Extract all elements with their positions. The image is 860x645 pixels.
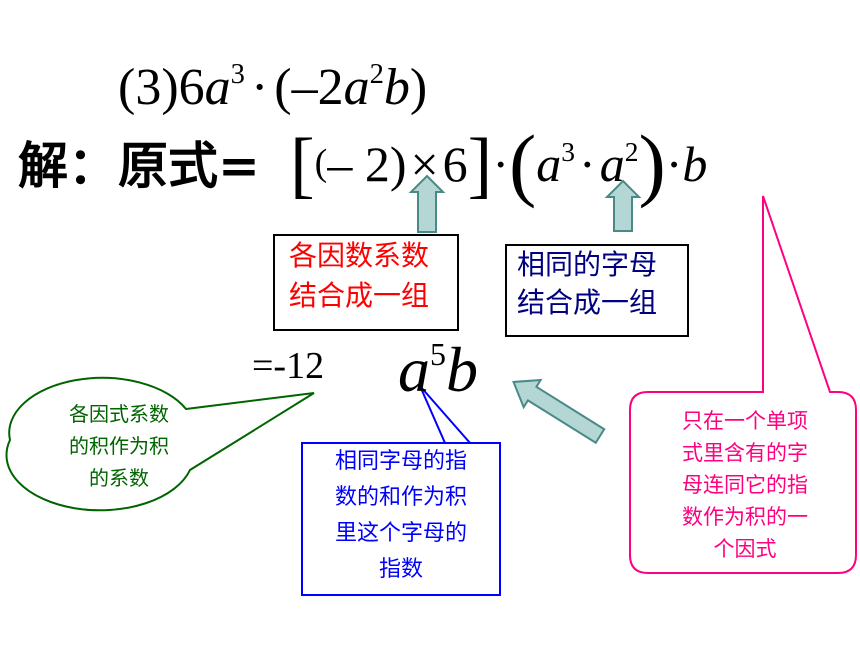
note-line: 只在一个单项	[682, 409, 808, 433]
var-a: a	[536, 136, 562, 192]
paren-open: (	[274, 59, 292, 116]
var-a: a	[204, 59, 231, 116]
solution-expression: [(– 2)×6]·(a3·a2)·b	[290, 123, 708, 205]
diagonal-arrow-icon	[512, 378, 606, 445]
exponent-sum-note: 相同字母的指 数的和作为积 里这个字母的 指数	[301, 442, 501, 596]
coef-group-note: 各因数系数 结合成一组	[273, 234, 459, 331]
note-line: 相同的字母	[517, 248, 658, 281]
dot-operator: ·	[579, 136, 596, 192]
problem-expression: (3)6a3·(–2a2b)	[118, 58, 427, 118]
big-paren-close: )	[638, 118, 666, 209]
single-letter-note: 只在一个单项 式里含有的字 母连同它的指 数作为积的一 个因式	[640, 405, 850, 565]
big-paren-open: (	[508, 118, 537, 209]
note-line: 式里含有的字	[682, 441, 808, 465]
note-line: 结合成一组	[289, 279, 430, 312]
exponent: 2	[369, 58, 384, 90]
note-line: 个因式	[713, 537, 777, 561]
var-a: a	[599, 136, 625, 192]
note-line: 数作为积的一	[682, 505, 808, 529]
problem-number: (3)	[118, 59, 179, 116]
exponent: 2	[624, 135, 639, 167]
note-line: 里这个字母的	[334, 521, 467, 546]
note-line: 相同字母的指	[334, 449, 467, 474]
note-line: 各因数系数	[289, 239, 430, 272]
note-line: 结合成一组	[517, 286, 658, 319]
exponent: 5	[430, 336, 446, 373]
right-bracket: ]	[467, 124, 493, 206]
neg-two: – 2	[327, 136, 390, 192]
dot-operator: ·	[492, 136, 509, 192]
paren-close: )	[389, 136, 407, 192]
var-a: a	[343, 59, 370, 116]
solution-label: 解：原式=	[18, 136, 260, 195]
note-line: 指数	[378, 557, 423, 582]
problem-coef: 6	[178, 59, 205, 116]
dot-operator: ·	[665, 136, 683, 192]
note-line: 数的和作为积	[334, 485, 467, 510]
dot-operator: ·	[250, 59, 269, 116]
note-line: 各因式系数	[69, 402, 169, 426]
pink-callout	[629, 195, 857, 574]
note-line: 的积作为积	[69, 434, 169, 458]
var-b: b	[383, 59, 410, 116]
var-a: a	[398, 334, 430, 405]
var-b: b	[682, 136, 708, 192]
note-line: 的系数	[89, 466, 149, 490]
note-line: 母连同它的指	[682, 473, 808, 497]
six: 6	[442, 136, 468, 192]
times-operator: ×	[410, 136, 439, 192]
up-arrow-icon	[408, 174, 446, 233]
result-prefix: =-12	[252, 345, 325, 387]
var-b: b	[446, 334, 478, 405]
exponent: 3	[230, 58, 245, 90]
green-ellipse-callout	[5, 376, 315, 512]
paren-close: )	[409, 59, 428, 116]
up-arrow-icon	[604, 179, 642, 232]
exponent: 3	[561, 135, 576, 167]
left-bracket: [	[290, 124, 315, 206]
letter-group-note: 相同的字母 结合成一组	[505, 244, 689, 337]
result-expression: a5b	[398, 334, 478, 406]
neg-coef: –2	[291, 59, 344, 116]
paren-open: (	[314, 142, 328, 184]
coef-product-note: 各因式系数 的积作为积 的系数	[44, 398, 194, 494]
